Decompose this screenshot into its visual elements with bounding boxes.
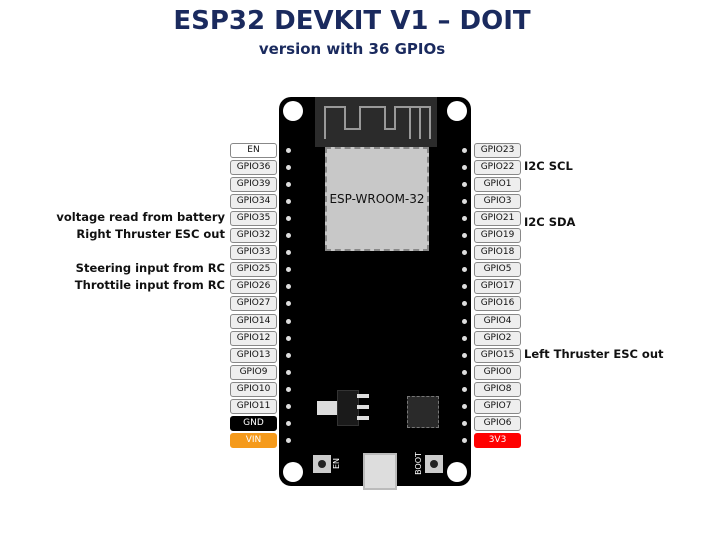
pin-label-left: GPIO33: [230, 245, 277, 261]
pin-header-dot: [286, 216, 291, 222]
en-button-label: EN: [332, 457, 342, 470]
pin-header-dot: [462, 369, 467, 375]
pin-annotation-left: Steering input from RC: [75, 261, 225, 276]
pin-label-right: GPIO8: [474, 381, 521, 397]
pin-header-dot: [286, 165, 291, 171]
pin-label-left: GPIO10: [230, 381, 277, 397]
micro-usb-port[interactable]: [363, 453, 397, 490]
pin-annotation-right: I2C SCL: [524, 159, 573, 174]
pin-header-dot: [462, 199, 467, 205]
regulator-leg: [357, 394, 369, 398]
regulator-tab: [317, 401, 337, 415]
pin-header-dot: [462, 318, 467, 324]
pin-label-left: GPIO14: [230, 313, 277, 329]
pin-label-right: GPIO22: [474, 160, 521, 176]
pin-header-dot: [286, 403, 291, 409]
pin-header-dot: [462, 352, 467, 358]
diagram-subtitle: version with 36 GPIOs: [258, 40, 446, 58]
pin-header-dot: [286, 420, 291, 426]
pin-label-right: GPIO16: [474, 296, 521, 312]
pin-label-left: EN: [230, 143, 277, 158]
pin-label-right: 3V3: [474, 432, 521, 448]
pin-label-right: GPIO2: [474, 330, 521, 346]
pin-header-dot: [462, 437, 467, 443]
diagram-title: ESP32 DEVKIT V1 – DOIT: [173, 6, 531, 36]
mount-hole: [283, 462, 303, 482]
pin-header-dot: [286, 386, 291, 392]
pin-header-dot: [286, 199, 291, 205]
pin-header-dot: [286, 437, 291, 443]
esp-wroom-module: ESP-WROOM-32: [325, 147, 429, 251]
regulator-leg: [357, 405, 369, 409]
pin-header-dot: [462, 267, 467, 273]
en-button[interactable]: [313, 455, 331, 473]
pin-header-dot: [462, 182, 467, 188]
pin-header-dot: [286, 301, 291, 307]
pin-header-dot: [462, 301, 467, 307]
pin-header-dot: [462, 386, 467, 392]
pin-label-left: GPIO35: [230, 211, 277, 227]
pin-header-dot: [462, 284, 467, 290]
pin-label-right: GPIO21: [474, 211, 521, 227]
pin-label-right: GPIO18: [474, 245, 521, 261]
pin-header-dot: [462, 250, 467, 256]
pin-label-right: GPIO3: [474, 194, 521, 210]
pin-label-right: GPIO17: [474, 279, 521, 295]
pin-label-right: GPIO19: [474, 228, 521, 244]
pin-annotation-right: Left Thruster ESC out: [524, 346, 664, 361]
pin-header-dot: [462, 216, 467, 222]
pin-label-left: VIN: [230, 432, 277, 448]
pin-label-left: GPIO13: [230, 347, 277, 363]
pin-label-left: GPIO34: [230, 194, 277, 210]
pin-label-left: GND: [230, 415, 277, 431]
pin-label-right: GPIO0: [474, 364, 521, 380]
esp32-board: ESP-WROOM-32 EN BOOT: [279, 97, 471, 490]
pin-annotation-left: Throttile input from RC: [74, 278, 225, 293]
pin-header-dot: [286, 352, 291, 358]
pin-header-dot: [286, 318, 291, 324]
pin-header-dot: [462, 420, 467, 426]
pin-label-left: GPIO25: [230, 262, 277, 278]
pin-header-dot: [462, 165, 467, 171]
pin-header-dot: [286, 267, 291, 273]
pin-header-dot: [462, 148, 467, 153]
pin-label-left: GPIO27: [230, 296, 277, 312]
mount-hole: [447, 462, 467, 482]
boot-button-label: BOOT: [413, 452, 423, 475]
pin-header-dot: [286, 369, 291, 375]
pin-label-right: GPIO1: [474, 177, 521, 193]
pin-header-dot: [286, 182, 291, 188]
regulator-leg: [357, 416, 369, 420]
pin-label-right: GPIO6: [474, 415, 521, 431]
pin-label-right: GPIO5: [474, 262, 521, 278]
pin-label-left: GPIO9: [230, 364, 277, 380]
mount-hole: [283, 101, 303, 121]
pin-header-dot: [462, 233, 467, 239]
pin-label-left: GPIO26: [230, 279, 277, 295]
antenna-icon: [315, 97, 437, 147]
pin-label-left: GPIO39: [230, 177, 277, 193]
voltage-regulator: [337, 390, 359, 426]
pin-header-dot: [462, 335, 467, 341]
pin-annotation-left: Right Thruster ESC out: [76, 227, 225, 242]
pin-label-left: GPIO12: [230, 330, 277, 346]
pin-label-left: GPIO32: [230, 228, 277, 244]
mount-hole: [447, 101, 467, 121]
pin-label-right: GPIO4: [474, 313, 521, 329]
pin-annotation-left: voltage read from battery: [56, 210, 225, 225]
pin-label-right: GPIO23: [474, 143, 521, 158]
pin-header-dot: [286, 335, 291, 341]
pin-header-dot: [286, 284, 291, 290]
pin-header-dot: [462, 403, 467, 409]
boot-button[interactable]: [425, 455, 443, 473]
pin-annotation-right: I2C SDA: [524, 215, 576, 230]
pin-label-right: GPIO15: [474, 347, 521, 363]
pin-header-dot: [286, 233, 291, 239]
pin-header-dot: [286, 148, 291, 153]
pin-label-right: GPIO7: [474, 398, 521, 414]
pin-header-dot: [286, 250, 291, 256]
pin-label-left: GPIO11: [230, 398, 277, 414]
pin-label-left: GPIO36: [230, 160, 277, 176]
usb-uart-chip: [407, 396, 439, 428]
